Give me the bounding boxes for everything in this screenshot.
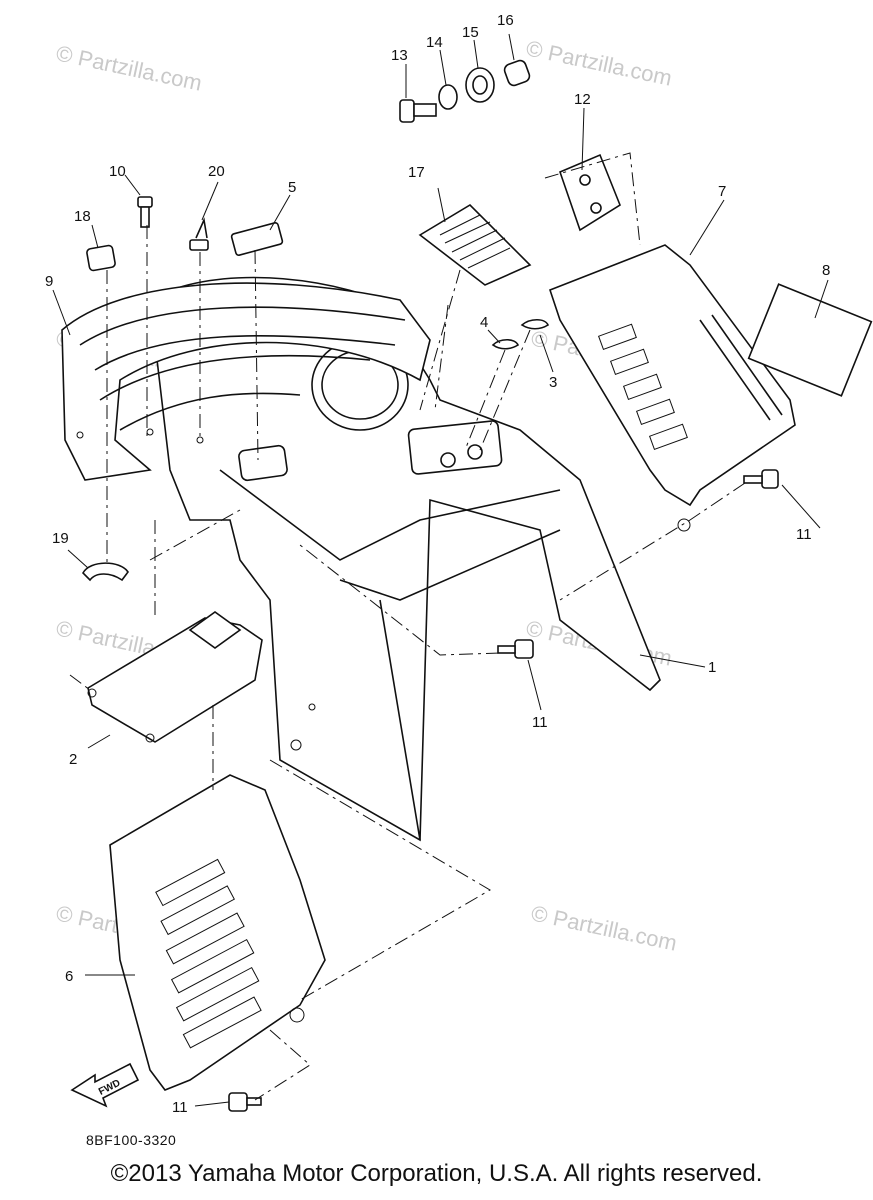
label-part-5: 5 [288,179,296,196]
rubber-part-18 [86,244,116,272]
part-labels: 1 2 3 4 5 6 7 8 9 10 11 11 11 12 13 14 1… [45,12,830,1116]
cap-part-5 [230,222,284,256]
label-part-10: 10 [109,163,126,180]
label-part-12: 12 [574,91,591,108]
assembly-lines [69,152,746,1101]
label-part-20: 20 [208,163,225,180]
watermark-1: © Partzilla.com [54,40,204,95]
louvers-part-7 [597,323,688,451]
side-cover-part-6 [109,774,326,1091]
label-part-7: 7 [718,183,726,200]
panel-part-2 [87,611,263,743]
bolt-part-11-center [497,639,534,659]
label-part-11-center: 11 [532,714,548,731]
label-part-9: 9 [45,273,53,290]
collar-part-16 [503,59,531,87]
label-part-6: 6 [65,968,73,985]
label-part-8: 8 [822,262,830,279]
label-part-1: 1 [708,659,716,676]
bolt-part-11-right [743,469,779,489]
clip-part-3 [520,318,550,330]
bolt-part-13 [399,99,437,123]
label-part-3: 3 [549,374,557,391]
label-part-2: 2 [69,751,77,768]
leader-lines [52,33,829,1107]
label-part-18: 18 [74,208,91,225]
clip-part-20 [189,217,209,251]
screw-part-10 [137,196,153,228]
clip-part-4 [491,338,520,350]
label-part-15: 15 [462,24,479,41]
plate-part-17 [418,203,532,286]
watermark-2: © Partzilla.com [524,35,674,90]
front-body-part-1 [149,276,661,842]
label-part-19: 19 [52,530,69,547]
clamp-part-19 [82,562,129,582]
bolt-part-11-bottom [228,1092,262,1112]
label-part-16: 16 [497,12,514,29]
label-part-17: 17 [408,164,425,181]
label-part-4: 4 [480,314,488,331]
bracket-part-12 [559,153,621,232]
diagram-code: 8BF100-3320 [86,1132,177,1148]
copyright-notice: ©2013 Yamaha Motor Corporation, U.S.A. A… [110,1160,763,1187]
washer-part-14 [438,84,458,110]
watermark-8: © Partzilla.com [529,900,679,955]
label-part-14: 14 [426,34,443,51]
label-part-11-right: 11 [796,526,812,543]
grommet-part-15 [465,67,495,103]
louvers-part-6 [155,858,262,1049]
label-part-11-bottom: 11 [172,1099,188,1116]
side-cover-part-7 [549,244,796,532]
visor-part-9 [61,282,431,481]
pad-part-8 [747,283,873,397]
fwd-arrow: FWD [70,1062,140,1108]
label-part-13: 13 [391,47,408,64]
